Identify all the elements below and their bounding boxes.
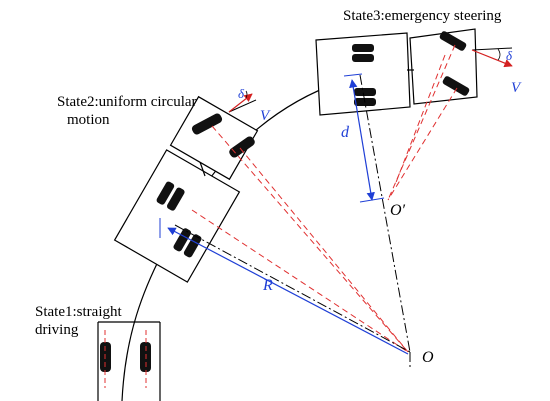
velocity-label-state3: V	[511, 80, 522, 96]
state1-vehicle	[97, 321, 161, 401]
state3-label: State3:emergency steering	[343, 8, 502, 24]
radius-dimension	[159, 218, 409, 355]
centerlines	[174, 74, 411, 368]
velocity-label-state2: V	[260, 108, 271, 124]
construction-lines	[191, 44, 458, 353]
radius-label: R	[262, 277, 273, 294]
state3-front-tire	[439, 31, 467, 51]
center-o-prime-label: O′	[390, 202, 406, 219]
angle-label-state3: δ	[506, 48, 513, 63]
state2-rear-tire	[229, 136, 255, 158]
state1-label-line1: State1:straight	[35, 304, 122, 320]
offset-label: d	[341, 124, 350, 141]
state1-label-line2: driving	[35, 322, 79, 338]
center-o-label: O	[422, 349, 434, 366]
state2-velocity-arrow	[228, 90, 257, 113]
state2-label-line1: State2:uniform circular	[57, 94, 197, 110]
state2-vehicle	[169, 95, 259, 181]
state3-velocity-arrow	[471, 47, 513, 68]
state2-front-tire	[191, 113, 223, 135]
offset-dimension	[343, 73, 385, 203]
state2-label-line2: motion	[67, 112, 110, 128]
state3-rear-tire	[442, 76, 470, 96]
angle-label-state2: δ	[238, 86, 245, 101]
